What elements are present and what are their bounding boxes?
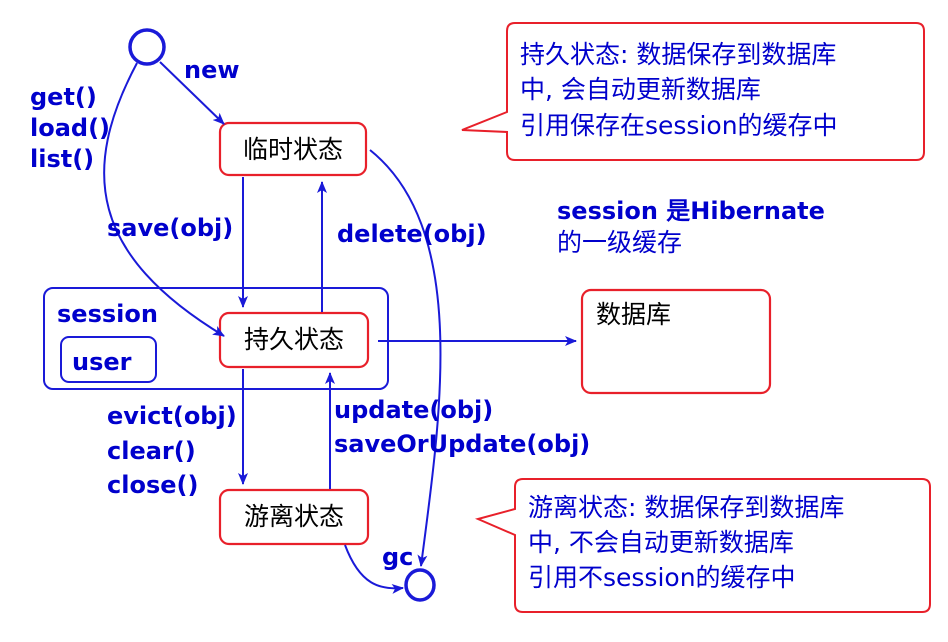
detached-state-box — [218, 488, 370, 546]
cache-note-line1: session 是Hibernate — [557, 197, 825, 225]
persistent-state-label: 持久状态 — [244, 325, 344, 354]
label-close: close() — [107, 471, 198, 499]
arrow-delete-gc — [369, 149, 442, 567]
database-box — [580, 288, 772, 395]
label-save-or-update: saveOrUpdate(obj) — [334, 430, 590, 458]
session-box — [43, 287, 389, 390]
start-node — [128, 28, 166, 66]
database-label: 数据库 — [596, 300, 671, 329]
callout-bottom-line1: 游离状态: 数据保存到数据库 — [528, 493, 844, 522]
arrow-new — [159, 61, 225, 125]
label-delete: delete(obj) — [337, 220, 487, 248]
label-gc: gc — [382, 543, 413, 571]
session-label: session — [57, 300, 158, 328]
label-load: load() — [30, 114, 110, 142]
callout-top-box — [461, 22, 925, 161]
cache-note-line2: 的一级缓存 — [557, 228, 682, 257]
transient-state-label: 临时状态 — [243, 135, 343, 164]
arrow-detached-gc — [344, 544, 404, 594]
callout-top-line3: 引用保存在session的缓存中 — [520, 111, 838, 140]
detached-state-label: 游离状态 — [244, 502, 344, 531]
user-box — [60, 336, 157, 383]
callout-bottom-line2: 中, 不会自动更新数据库 — [528, 528, 794, 557]
callout-top-line1: 持久状态: 数据保存到数据库 — [520, 40, 836, 69]
label-evict: evict(obj) — [107, 402, 237, 430]
transient-state-box — [218, 121, 368, 177]
label-update: update(obj) — [334, 396, 493, 424]
callout-bottom-line3: 引用不session的缓存中 — [528, 563, 796, 592]
label-list: list() — [30, 145, 94, 173]
persistent-state-box — [218, 311, 370, 369]
label-get: get() — [30, 83, 97, 111]
arrow-get-load-list — [103, 62, 225, 337]
callout-bottom-box — [474, 478, 931, 613]
user-label: user — [72, 348, 132, 376]
end-node — [404, 568, 436, 602]
label-save: save(obj) — [107, 214, 233, 242]
label-clear: clear() — [107, 437, 196, 465]
callout-top-line2: 中, 会自动更新数据库 — [520, 75, 761, 104]
label-new: new — [184, 56, 240, 84]
